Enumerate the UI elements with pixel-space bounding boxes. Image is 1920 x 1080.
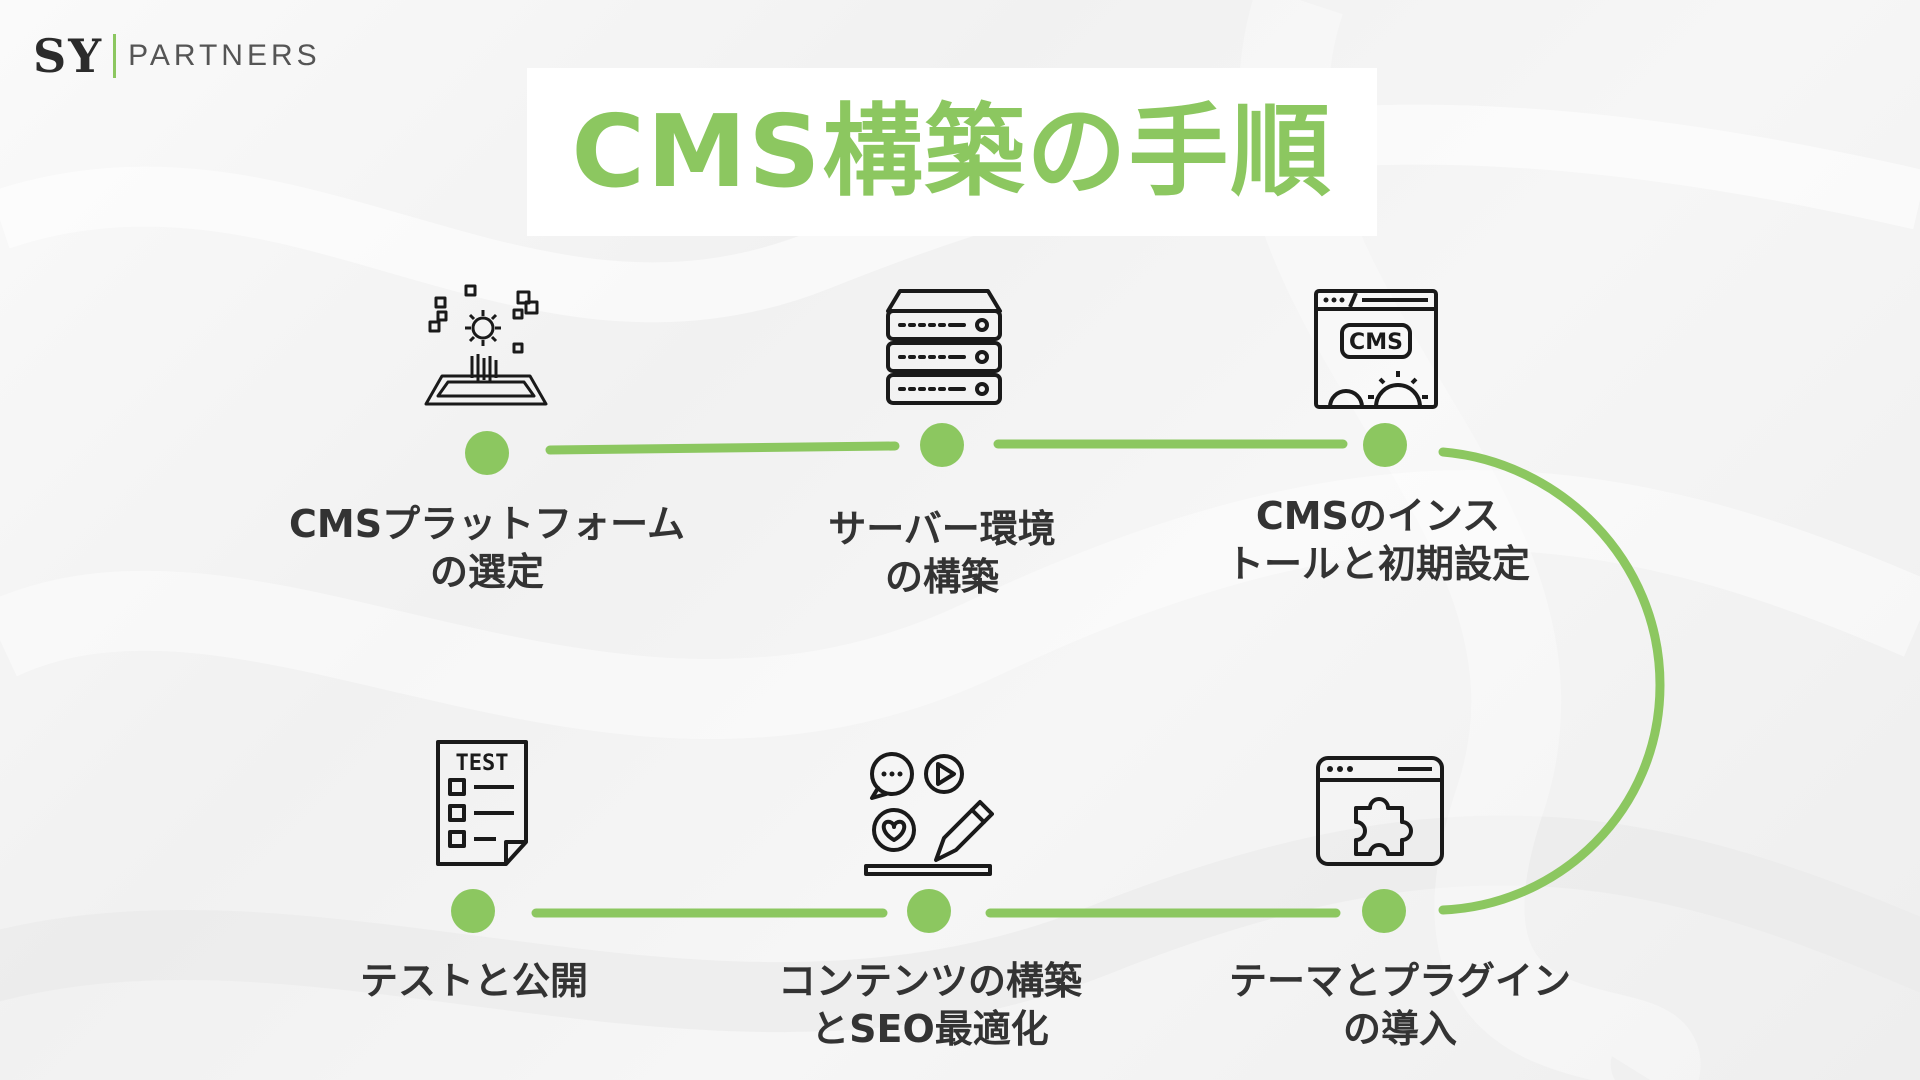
step-6-line-1: テストと公開 [359, 959, 588, 1003]
step-3-line-2: トールと初期設定 [1225, 542, 1530, 586]
test-checklist-icon: TEST [436, 740, 528, 866]
step-label-4: テーマとプラグイン の導入 [1200, 957, 1600, 1053]
puzzle-window-icon [1316, 756, 1444, 866]
step-5-line-2: とSEO最適化 [811, 1007, 1049, 1051]
title-box: CMS構築の手順 [527, 68, 1377, 236]
step-1-line-1: CMSプラットフォーム [289, 502, 685, 546]
brand-logo: SY PARTNERS [33, 30, 321, 82]
connector-3-4 [1438, 447, 1665, 915]
brand-mark: SY [33, 29, 104, 83]
platform-selection-icon [424, 284, 548, 406]
step-node-4 [1362, 889, 1406, 933]
step-3-line-1: CMSのインス [1255, 494, 1501, 538]
step-2-line-1: サーバー環境 [828, 507, 1056, 551]
content-creation-icon [864, 752, 994, 876]
step-label-6: テストと公開 [274, 957, 674, 1005]
step-node-5 [907, 889, 951, 933]
cms-icon-text: CMS [1349, 330, 1403, 355]
step-1-line-2: の選定 [429, 550, 544, 594]
page-title: CMS構築の手順 [571, 93, 1333, 210]
step-label-3: CMSのインス トールと初期設定 [1178, 492, 1578, 588]
step-4-line-2: の導入 [1342, 1007, 1457, 1051]
step-node-2 [920, 423, 964, 467]
step-5-line-1: コンテンツの構築 [777, 959, 1082, 1003]
brand-divider [113, 34, 117, 78]
step-label-2: サーバー環境 の構築 [742, 505, 1142, 601]
step-label-5: コンテンツの構築 とSEO最適化 [730, 957, 1130, 1053]
step-node-3 [1363, 423, 1407, 467]
cms-window-icon: CMS [1314, 289, 1438, 409]
step-node-6 [451, 889, 495, 933]
connector-1-2 [545, 441, 900, 455]
step-node-1 [465, 431, 509, 475]
test-icon-text: TEST [456, 751, 509, 776]
step-2-line-2: の構築 [884, 555, 999, 599]
step-label-1: CMSプラットフォーム の選定 [287, 500, 687, 596]
brand-name: PARTNERS [128, 39, 321, 72]
server-icon [886, 289, 1002, 405]
step-4-line-1: テーマとプラグイン [1228, 959, 1571, 1003]
